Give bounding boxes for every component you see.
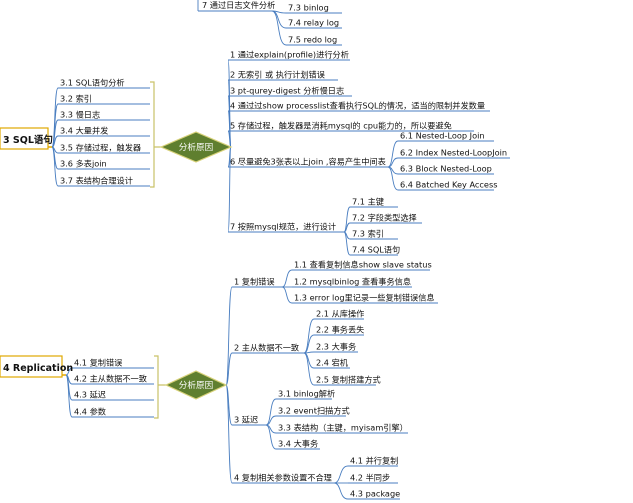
sql-child-2: 3.3 慢日志 — [60, 110, 100, 120]
repl-branch0-leaf-connector-0 — [281, 269, 293, 288]
sql-branch-1: 2 无索引 或 执行计划错误 — [230, 70, 325, 80]
repl-branch-1: 2 主从数据不一致 — [234, 343, 299, 353]
repl-branch1-leaf-1: 2.2 事务丢失 — [316, 325, 364, 335]
repl-branch3-leaf-connector-2 — [333, 482, 349, 500]
repl-branch-connector-3 — [225, 384, 233, 484]
repl-child-3: 4.4 参数 — [74, 407, 106, 417]
sql-branch-2: 3 pt-qurey-digest 分析慢日志 — [230, 86, 344, 96]
repl-branch-3: 4 复制相关参数设置不合理 — [234, 473, 332, 483]
sql-branch6-leaf-1: 6.2 Index Nested-LoopJoin — [400, 148, 507, 158]
sql-branch-5: 6 尽量避免3张表以上join ,容易产生中间表 — [230, 157, 386, 167]
repl-branch3-leaf-0: 4.1 并行复制 — [350, 456, 398, 466]
repl-root-label: 4 Replication — [3, 363, 73, 374]
repl-branch3-leaf-1: 4.2 半同步 — [350, 473, 390, 483]
sql-branch7-leaf-1: 7.2 字段类型选择 — [352, 213, 417, 223]
sql-branch7-leaf-3: 7.4 SQL语句 — [352, 245, 400, 255]
top-leaf-1: 7.4 relay log — [288, 18, 339, 28]
top-leaf-connector-2 — [271, 10, 287, 46]
repl-root-box — [0, 355, 63, 378]
sql-hub-label: 分析原因 — [179, 141, 213, 153]
sql-branch6-leaf-2: 6.3 Block Nested-Loop — [400, 164, 492, 174]
repl-branch0-leaf-connector-2 — [281, 286, 293, 304]
repl-branch2-leaf-connector-3 — [265, 424, 277, 450]
repl-branch1-leaf-connector-3 — [303, 352, 315, 369]
sql-root-box — [0, 127, 49, 150]
sql-branch-3: 4 通过过show processlist查看执行SQL的情况，适当的限制并发数… — [230, 101, 485, 111]
repl-branch0-leaf-1: 1.2 mysqlbinlog 查看事务信息 — [294, 277, 411, 287]
sql-branch6-leaf-connector-3 — [387, 166, 399, 191]
top-leaf-2: 7.5 redo log — [288, 35, 337, 45]
sql-branch7-leaf-connector-3 — [343, 231, 351, 256]
repl-branch0-leaf-0: 1.1 查看复制信息show slave status — [294, 260, 432, 270]
sql-branch6-leaf-3: 6.4 Batched Key Access — [400, 180, 497, 190]
repl-branch-2: 3 延迟 — [234, 415, 258, 425]
sql-child-6: 3.7 表结构合理设计 — [60, 176, 133, 186]
repl-branch3-leaf-connector-0 — [333, 465, 349, 484]
sql-children-bracket — [150, 81, 162, 188]
connector-layer — [0, 0, 510, 500]
sql-branch7-leaf-0: 7.1 主键 — [352, 197, 384, 207]
repl-branch0-leaf-2: 1.3 error log里记录一些复制错误信息 — [294, 293, 435, 303]
top-branch-label: 7 通过日志文件分析 — [202, 0, 275, 10]
repl-branch3-leaf-2: 4.3 package — [350, 489, 400, 499]
repl-branch1-leaf-2: 2.3 大事务 — [316, 342, 356, 352]
sql-child-1: 3.2 索引 — [60, 94, 92, 104]
repl-branch2-leaf-3: 3.4 大事务 — [278, 439, 318, 449]
repl-branch1-leaf-0: 2.1 从库操作 — [316, 309, 364, 319]
sql-child-connector-6 — [51, 146, 59, 187]
repl-branch2-leaf-2: 3.3 表结构（主键，myisam引擎） — [278, 423, 408, 433]
repl-child-1: 4.2 主从数据不一致 — [74, 374, 147, 384]
repl-branch2-leaf-connector-0 — [265, 398, 277, 426]
repl-branch1-leaf-connector-4 — [303, 352, 315, 386]
sql-branch-connector-6 — [227, 146, 232, 233]
top-leaf-connector-1 — [271, 10, 287, 29]
repl-branch2-leaf-1: 3.2 event扫描方式 — [278, 406, 350, 416]
repl-branch-0: 1 复制错误 — [234, 277, 275, 287]
sql-branch-0: 1 通过explain(profile)进行分析 — [230, 50, 349, 60]
node-layer: 7 通过日志文件分析 7.3 binlog 7.4 relay log 7.5 red… — [0, 0, 507, 499]
sql-branch-6: 7 按照mysql规范，进行设计 — [230, 222, 336, 232]
repl-child-2: 4.3 延迟 — [74, 390, 106, 400]
repl-hub-shape — [164, 370, 228, 400]
repl-branch-connector-0 — [225, 286, 233, 386]
sql-branch7-leaf-2: 7.3 索引 — [352, 229, 384, 239]
repl-branch1-leaf-connector-1 — [303, 334, 315, 354]
top-leaf-0: 7.3 binlog — [288, 3, 329, 13]
sql-branch6-leaf-connector-0 — [387, 140, 399, 168]
repl-children-bracket — [154, 355, 166, 419]
sql-child-0: 3.1 SQL语句分析 — [60, 78, 125, 88]
repl-child-0: 4.1 复制错误 — [74, 358, 122, 368]
repl-child-connector-3 — [65, 374, 73, 418]
repl-branch1-leaf-3: 2.4 宕机 — [316, 358, 349, 368]
sql-child-4: 3.5 存储过程，触发器 — [60, 143, 141, 153]
repl-hub-label: 分析原因 — [179, 379, 213, 391]
repl-branch-connector-1 — [225, 352, 233, 386]
repl-branch2-leaf-0: 3.1 binlog解析 — [278, 389, 335, 399]
sql-branch-4: 5 存储过程，触发器是消耗mysql的 cpu能力的，所以要避免 — [230, 121, 452, 131]
sql-branch6-leaf-0: 6.1 Nested-Loop Join — [400, 131, 485, 141]
repl-branch1-leaf-4: 2.5 复制搭建方式 — [316, 375, 381, 385]
sql-hub-shape — [159, 131, 233, 163]
sql-root-label: 3 SQL语句 — [3, 134, 53, 146]
sql-child-3: 3.4 大量并发 — [60, 126, 108, 136]
sql-child-5: 3.6 多表join — [60, 159, 107, 169]
